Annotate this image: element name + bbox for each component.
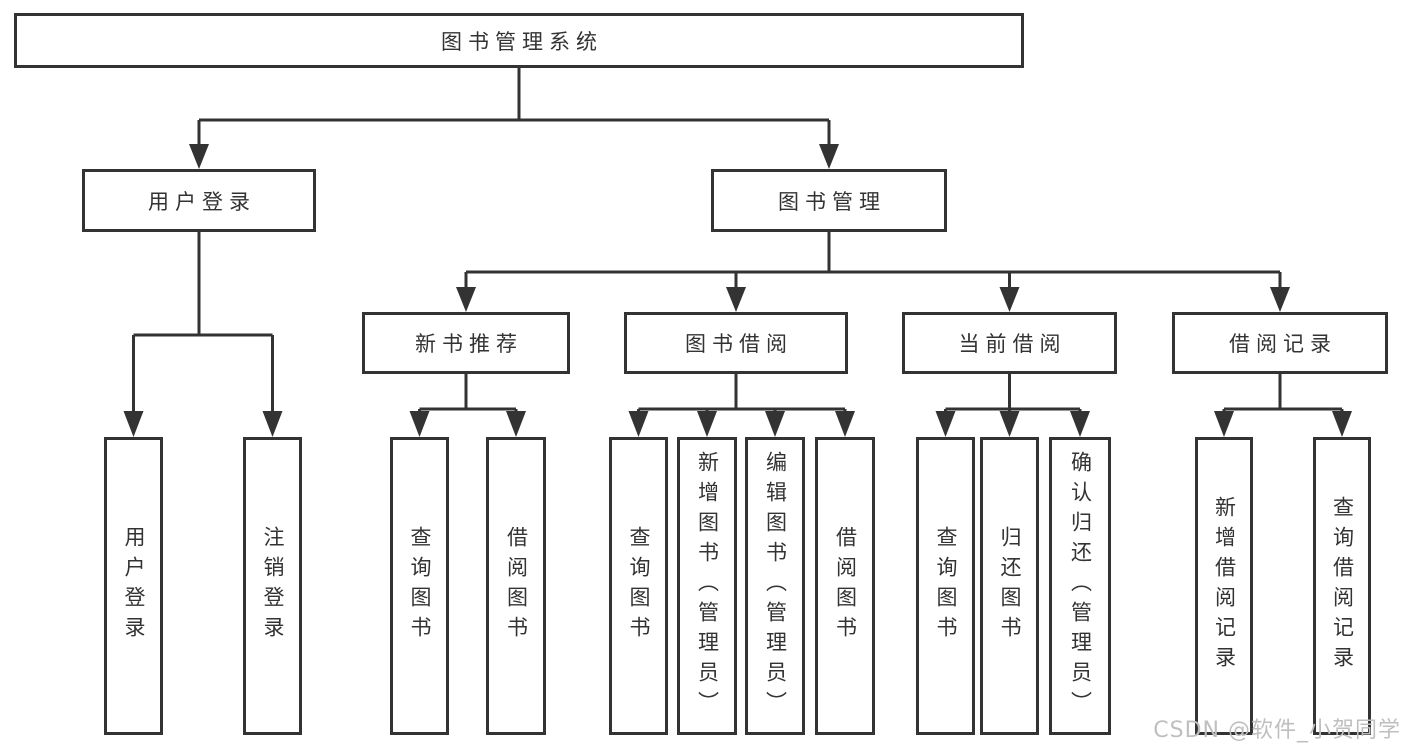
leaf-borrow-book: 借阅图书 — [815, 437, 875, 735]
leaf-record-add-label: 新增借阅记录 — [1212, 496, 1237, 676]
leaf-record-query: 查询借阅记录 — [1313, 437, 1371, 735]
leaf-user-login: 用户登录 — [104, 437, 163, 735]
leaf-borrow-query-label: 查询图书 — [627, 526, 651, 646]
leaf-newbook-borrow-label: 借阅图书 — [504, 526, 529, 646]
node-book-management-label: 图书管理 — [778, 189, 886, 214]
leaf-record-add: 新增借阅记录 — [1195, 437, 1253, 735]
leaf-borrow-add-admin-label: 新增图书（管理员） — [695, 451, 720, 721]
watermark: CSDN @软件_小贺同学 — [1153, 718, 1401, 743]
leaf-record-query-label: 查询借阅记录 — [1330, 496, 1355, 676]
leaf-newbook-borrow: 借阅图书 — [486, 437, 546, 735]
leaf-borrow-add-admin: 新增图书（管理员） — [677, 437, 737, 735]
node-current-borrow: 当前借阅 — [902, 312, 1117, 374]
node-borrow-records-label: 借阅记录 — [1229, 332, 1337, 356]
node-book-management: 图书管理 — [711, 169, 947, 232]
leaf-logout: 注销登录 — [243, 437, 302, 735]
leaf-newbook-query: 查询图书 — [390, 437, 449, 735]
node-book-borrow: 图书借阅 — [624, 312, 848, 374]
node-root-label: 图书管理系统 — [441, 29, 603, 54]
leaf-current-confirm-admin: 确认归还（管理员） — [1049, 437, 1111, 735]
node-user-login-label: 用户登录 — [148, 189, 256, 214]
leaf-current-query: 查询图书 — [916, 437, 975, 735]
node-new-book-recommend-label: 新书推荐 — [415, 332, 523, 356]
leaf-newbook-query-label: 查询图书 — [408, 526, 432, 646]
leaf-borrow-edit-admin: 编辑图书（管理员） — [745, 437, 805, 735]
leaf-borrow-query: 查询图书 — [609, 437, 668, 735]
leaf-current-confirm-admin-label: 确认归还（管理员） — [1068, 451, 1093, 721]
node-root: 图书管理系统 — [14, 13, 1024, 68]
leaf-borrow-book-label: 借阅图书 — [833, 526, 858, 646]
node-user-login: 用户登录 — [82, 169, 316, 232]
leaf-current-query-label: 查询图书 — [934, 526, 958, 646]
leaf-logout-label: 注销登录 — [261, 526, 285, 646]
node-borrow-records: 借阅记录 — [1172, 312, 1388, 374]
node-new-book-recommend: 新书推荐 — [362, 312, 570, 374]
leaf-current-return: 归还图书 — [980, 437, 1039, 735]
leaf-user-login-label: 用户登录 — [122, 526, 146, 646]
leaf-current-return-label: 归还图书 — [998, 526, 1022, 646]
leaf-borrow-edit-admin-label: 编辑图书（管理员） — [763, 451, 788, 721]
node-current-borrow-label: 当前借阅 — [958, 332, 1067, 356]
node-book-borrow-label: 图书借阅 — [685, 332, 793, 356]
